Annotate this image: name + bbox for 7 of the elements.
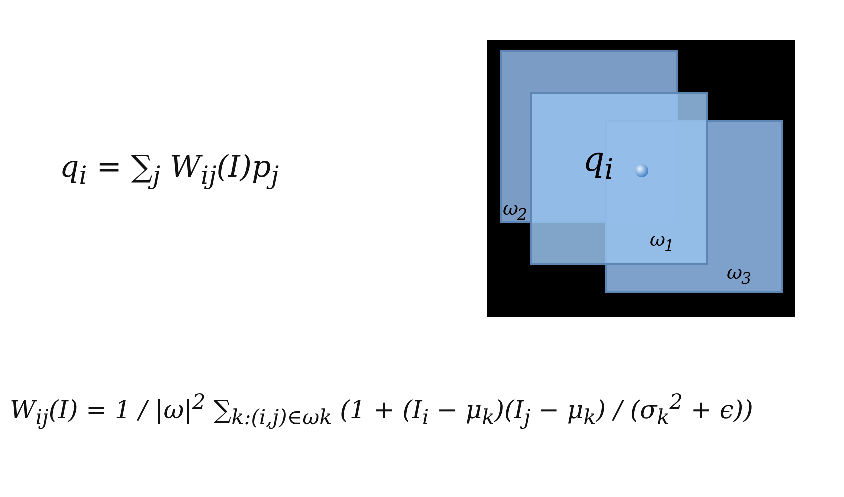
window-label: ω$_{2}$ <box>503 198 527 224</box>
window-square <box>530 92 708 265</box>
window-label: ω$_{3}$ <box>727 262 751 288</box>
point-label: q$_{i}$ <box>583 140 614 186</box>
window-label: ω$_{1}$ <box>650 229 674 255</box>
formula-text: W$_{ij}$(I) = 1 / |ω|$^{2}$ ∑$_{k:(i,j)∈ωk}$ (1 + (I$_{i}$ − μ$_{k}$)(I$_{j}$ − μ$_{k}$) / (σ$_{k}$$^{2}$ + ϵ)) <box>10 390 754 430</box>
formula-text: q$_{i}$ = ∑$_{j}$ W$_{ij}$(I)p$_{j}$ <box>60 150 279 190</box>
